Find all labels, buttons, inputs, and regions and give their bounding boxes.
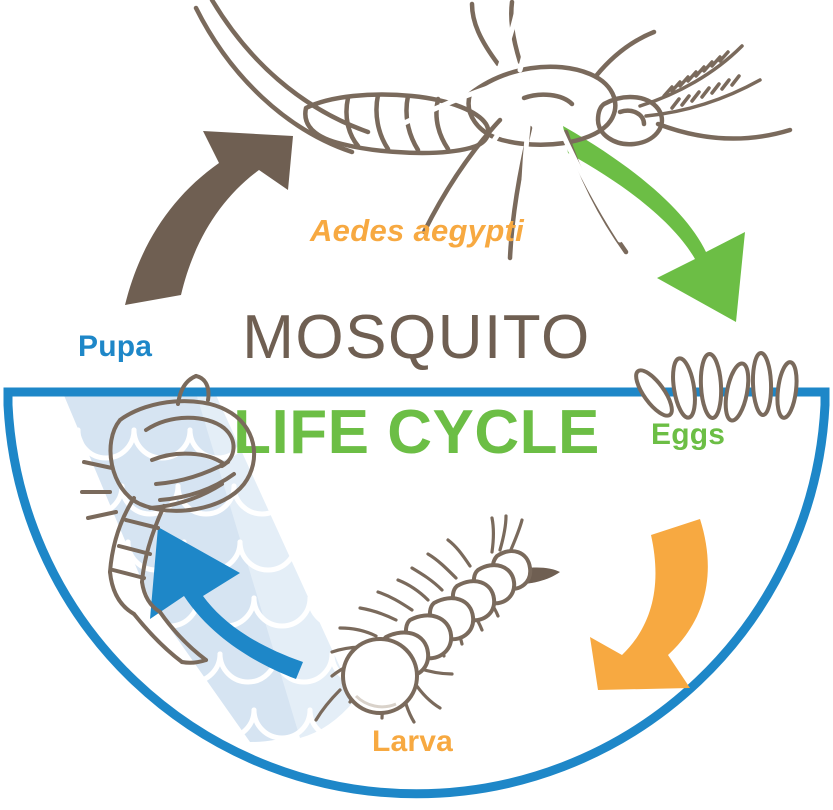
egg-6 [775, 360, 799, 420]
mosquito-leg-up-3 [593, 29, 657, 79]
mosquito-leg-up-1 [469, 1, 501, 67]
larva-head [341, 637, 419, 715]
mosquito-abdomen-seg-2 [374, 92, 391, 152]
mosquito-antennae [638, 44, 762, 118]
mosquito-abdomen-seg-3 [404, 93, 421, 153]
arrow-eggs-to-larva [590, 519, 708, 690]
mosquito-eye [617, 108, 647, 127]
larva-head-highlight [354, 694, 397, 709]
pupa-eye-line [150, 451, 226, 466]
page-title-secondary: LIFE CYCLE [233, 398, 600, 467]
pupa-paddle-tip [180, 658, 208, 665]
pupa-segment-2 [117, 544, 152, 556]
mosquito-proboscis [655, 121, 793, 141]
pupa-abdomen-left [108, 496, 136, 574]
pupa-head-detail [144, 415, 236, 468]
pupa-paddle-2 [158, 610, 208, 662]
larva-body [341, 549, 533, 715]
page-title-primary: MOSQUITO [242, 303, 591, 372]
arrow-pupa-to-adult [125, 131, 293, 305]
stage-label-adult-species: Aedes aegypti [310, 213, 525, 248]
pupa-abdomen-curl [108, 570, 136, 616]
egg-2 [671, 356, 697, 420]
arrow-larva-to-pupa [150, 527, 303, 679]
water-container-bowl [3, 392, 830, 799]
pupa-trumpet-2 [194, 374, 211, 402]
water-fill-highlight [196, 393, 355, 738]
pupa-bristle-3 [86, 510, 118, 520]
pupa-segment-3 [111, 568, 146, 580]
egg-4 [723, 361, 751, 423]
mosquito-leg-rear-1 [209, 0, 371, 135]
arrow-adult-to-eggs [563, 126, 745, 322]
mosquito-abdomen-seg-1 [344, 95, 361, 149]
pupa-wingpad-2 [158, 472, 236, 502]
pupa-paddle-1 [132, 612, 184, 664]
stage-label-pupa: Pupa [78, 330, 153, 363]
pupa-segment-1 [124, 518, 160, 530]
pupa-abdomen-curl-2 [140, 580, 162, 614]
mosquito-leg-rear-2 [193, 5, 355, 155]
stage-label-larva: Larva [372, 725, 454, 758]
pupa-abdomen-right [140, 504, 166, 584]
stage-label-eggs: Eggs [651, 418, 726, 451]
pupa-trumpet-1 [176, 374, 198, 406]
mosquito-wings [387, 9, 623, 251]
mosquito-head [595, 94, 664, 147]
pupa-bristle-1 [82, 460, 114, 470]
mosquito-thorax-detail [521, 92, 575, 107]
mosquito-leg-down-1 [421, 117, 503, 235]
egg-5 [750, 351, 774, 417]
pupa-cephalothorax [108, 399, 257, 513]
pupa-wingpad-1 [154, 460, 230, 486]
mosquito-abdomen-seg-4 [434, 96, 451, 152]
egg-1 [634, 368, 674, 418]
egg-3 [698, 352, 724, 420]
pupa-wingpad-3 [148, 482, 224, 510]
